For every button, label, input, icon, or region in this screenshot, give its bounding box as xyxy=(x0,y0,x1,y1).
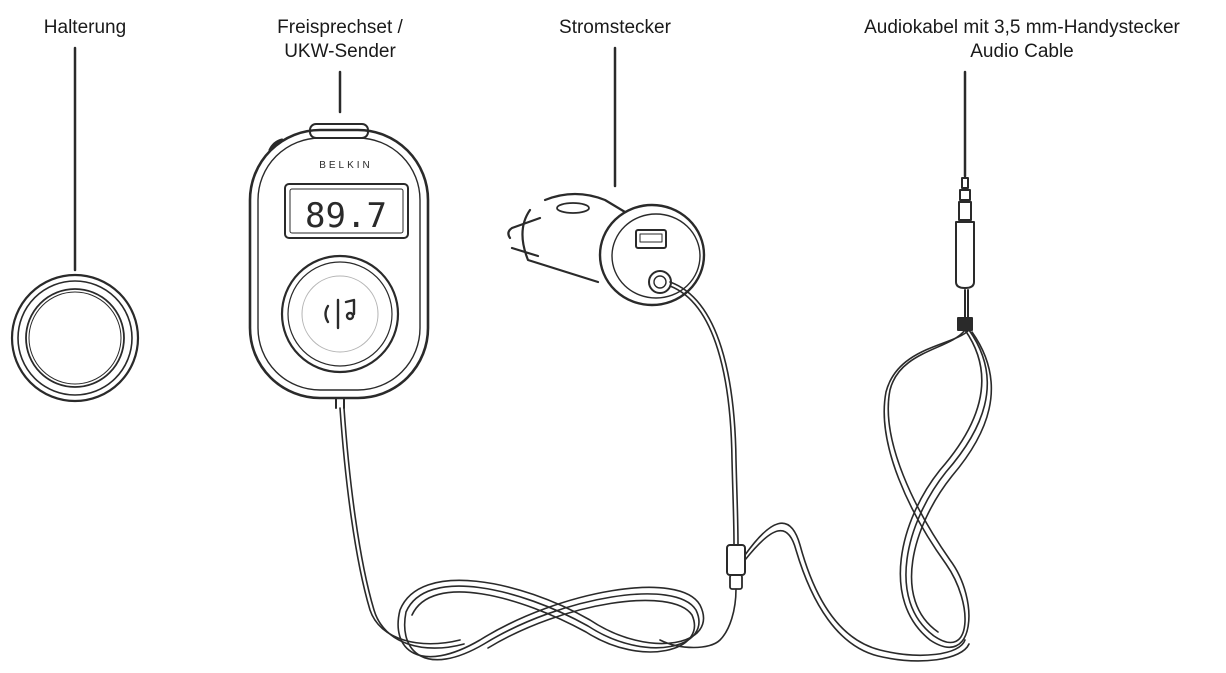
audio-plug xyxy=(955,177,975,331)
charger-head xyxy=(598,203,706,307)
halterung-ring xyxy=(10,273,140,403)
leader-lines xyxy=(73,46,967,272)
stromstecker-charger xyxy=(507,192,706,307)
charger-cable-jack xyxy=(648,270,672,294)
label-freisprechset: Freisprechset / UKW-Sender xyxy=(240,16,440,64)
cables xyxy=(339,281,993,662)
freisprech-device: BELKIN 89.7 xyxy=(248,123,430,409)
label-stromstecker: Stromstecker xyxy=(530,16,700,40)
charger-usb-port xyxy=(635,229,667,249)
label-audiokabel-line1: Audiokabel mit 3,5 mm-Handystecker xyxy=(864,17,1180,38)
device-frequency: 89.7 xyxy=(305,196,387,236)
label-stromstecker-text: Stromstecker xyxy=(559,17,671,38)
label-freisprechset-line1: Freisprechset / xyxy=(277,17,403,38)
label-halterung: Halterung xyxy=(20,16,150,40)
label-freisprechset-line2: UKW-Sender xyxy=(284,41,396,62)
cable-splitter xyxy=(726,544,746,576)
device-brand: BELKIN xyxy=(319,160,373,171)
device-display xyxy=(284,183,409,239)
device-body xyxy=(248,128,430,400)
label-audiokabel: Audiokabel mit 3,5 mm-Handystecker Audio… xyxy=(826,16,1218,64)
label-audiokabel-line2: Audio Cable xyxy=(970,41,1074,62)
phone-music-icon xyxy=(324,298,356,330)
label-halterung-text: Halterung xyxy=(43,17,127,38)
device-dial xyxy=(280,254,400,374)
